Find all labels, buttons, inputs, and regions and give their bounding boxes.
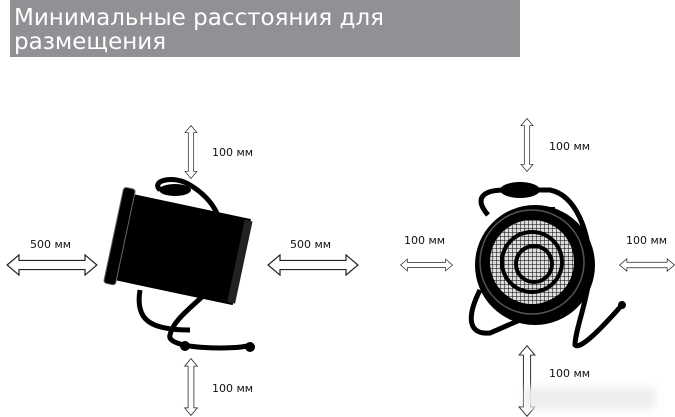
clearance-label-top-left-heater: 100 мм bbox=[212, 146, 254, 159]
clearance-label-top-right-heater: 100 мм bbox=[549, 140, 591, 153]
page-title: Минимальные расстояния для размещения те… bbox=[10, 0, 520, 78]
arrow-top-left-heater bbox=[184, 125, 198, 179]
arrow-left-right-heater bbox=[400, 258, 453, 272]
arrow-bottom-left-heater bbox=[184, 358, 198, 416]
clearance-label-bottom-right-heater: 100 мм bbox=[549, 367, 591, 380]
arrow-top-right-heater bbox=[520, 118, 534, 172]
clearance-label-right-right-heater: 100 мм bbox=[626, 234, 668, 247]
watermark-blur bbox=[525, 387, 655, 409]
clearance-label-right-left-heater: 500 мм bbox=[290, 238, 332, 251]
title-line-1: Минимальные расстояния для размещения bbox=[14, 5, 384, 55]
clearance-label-left-left-heater: 500 мм bbox=[30, 238, 72, 251]
clearance-label-left-right-heater: 100 мм bbox=[404, 234, 446, 247]
title-line-2: тепловых пушек bbox=[14, 53, 216, 79]
arrow-left-left-heater bbox=[6, 254, 98, 276]
arrow-right-left-heater bbox=[267, 254, 359, 276]
heater-side-view bbox=[103, 177, 255, 352]
heater-front-view bbox=[468, 182, 626, 349]
arrow-right-right-heater bbox=[619, 258, 675, 272]
clearance-label-bottom-left-heater: 100 мм bbox=[212, 382, 254, 395]
